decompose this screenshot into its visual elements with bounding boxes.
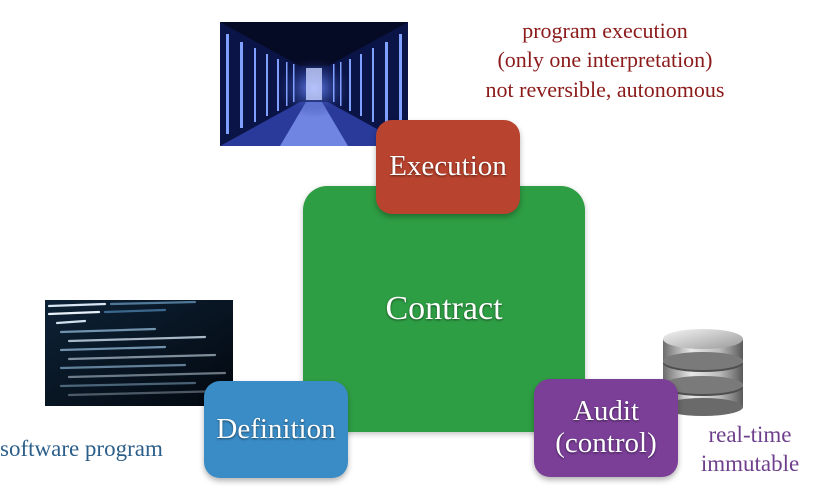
execution-box: Execution (376, 120, 520, 214)
contract-label: Contract (385, 290, 503, 328)
execution-caption-line1: program execution (522, 18, 688, 43)
audit-caption: real-time immutable (686, 421, 814, 479)
definition-label: Definition (216, 412, 336, 445)
source-code-image (45, 300, 233, 406)
database-icon (663, 329, 743, 416)
definition-box: Definition (204, 381, 348, 478)
audit-caption-line1: real-time (708, 422, 792, 447)
audit-caption-line2: immutable (700, 450, 800, 476)
execution-caption-line3: not reversible, autonomous (485, 76, 725, 102)
execution-caption-line2: (only one interpretation) (497, 47, 713, 73)
audit-label-line1: Audit (572, 395, 640, 428)
definition-caption-line1: software program (0, 436, 163, 461)
server-room-image (220, 22, 408, 146)
audit-label-line2: (control) (555, 427, 657, 459)
definition-caption: software program (0, 434, 200, 465)
execution-caption: program execution (only one interpretati… (440, 16, 770, 104)
contract-box: Contract (303, 186, 585, 432)
audit-box: Audit (control) (534, 379, 678, 477)
execution-label: Execution (389, 150, 507, 183)
